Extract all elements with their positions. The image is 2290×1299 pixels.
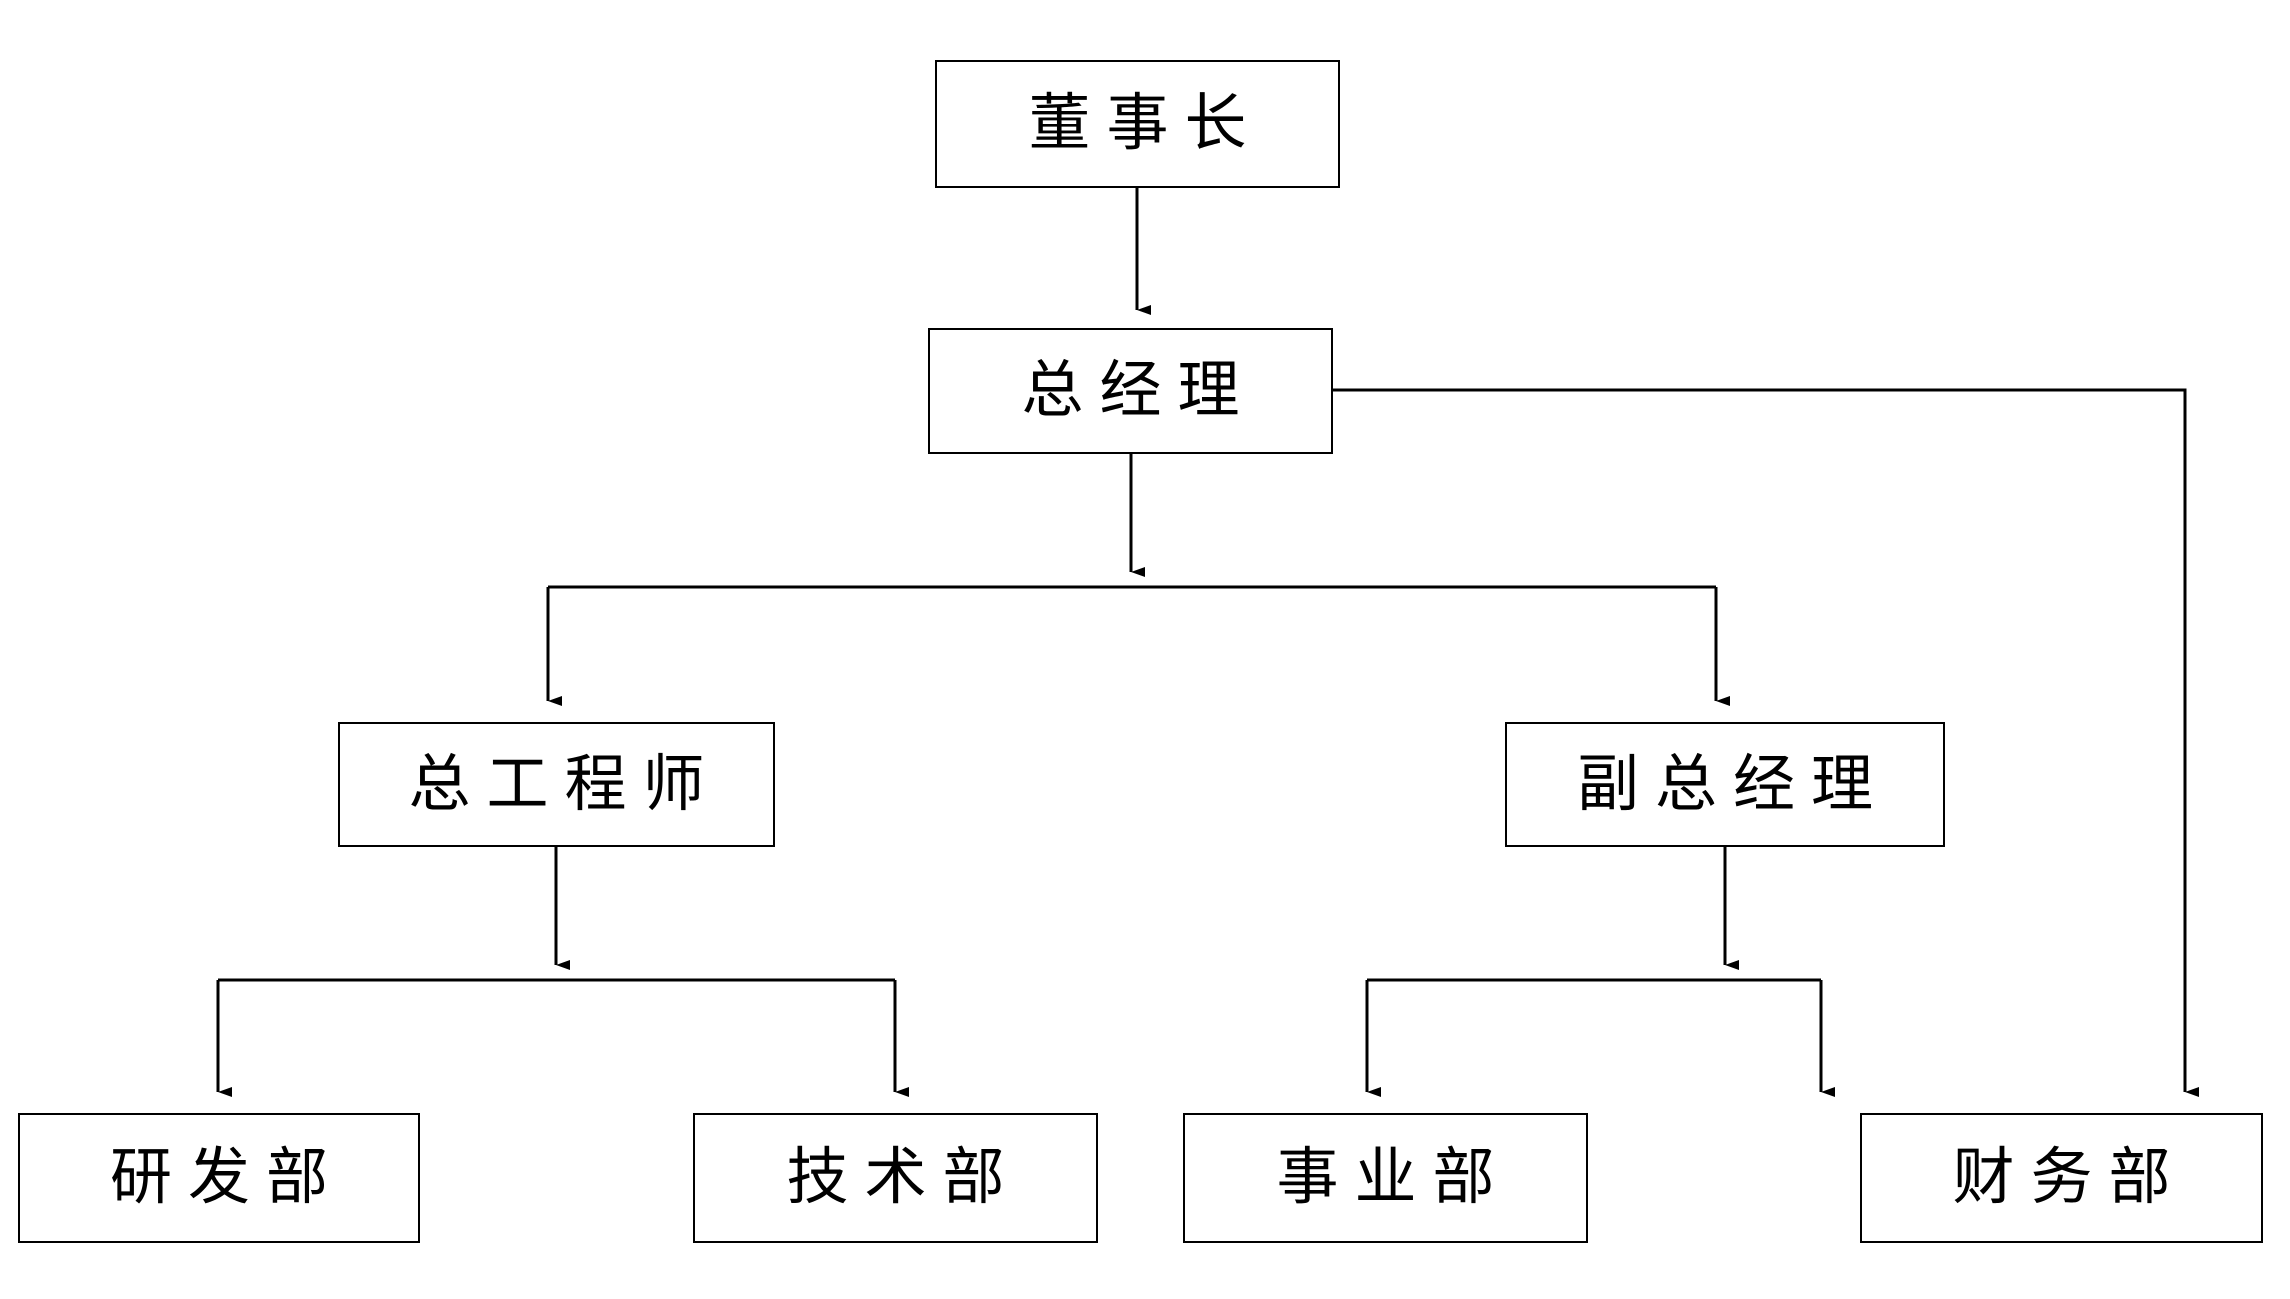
edge-deputy-gm-trunk (1367, 847, 1821, 982)
edge-gm-trunk (548, 454, 1716, 589)
node-rd-department-label: 研发部 (109, 1144, 344, 1212)
node-chairman-label: 董事长 (1028, 90, 1263, 158)
node-finance-department[interactable]: 财务部 (1860, 1113, 2263, 1243)
node-deputy-general-manager-label: 副总经理 (1576, 750, 1889, 819)
edge-chief-engineer-trunk (218, 847, 895, 982)
edge-gm-to-finance (1333, 388, 2199, 1097)
node-tech-department-label: 技术部 (786, 1144, 1021, 1212)
node-tech-department[interactable]: 技术部 (693, 1113, 1098, 1243)
node-chairman[interactable]: 董事长 (935, 60, 1340, 188)
node-business-department[interactable]: 事业部 (1183, 1113, 1588, 1243)
node-deputy-general-manager[interactable]: 副总经理 (1505, 722, 1945, 847)
node-rd-department[interactable]: 研发部 (18, 1113, 420, 1243)
node-chief-engineer[interactable]: 总工程师 (338, 722, 775, 847)
node-chief-engineer-label: 总工程师 (408, 750, 721, 819)
node-finance-department-label: 财务部 (1952, 1144, 2187, 1212)
node-general-manager-label: 总经理 (1021, 357, 1256, 425)
node-general-manager[interactable]: 总经理 (928, 328, 1333, 454)
node-business-department-label: 事业部 (1276, 1144, 1511, 1212)
